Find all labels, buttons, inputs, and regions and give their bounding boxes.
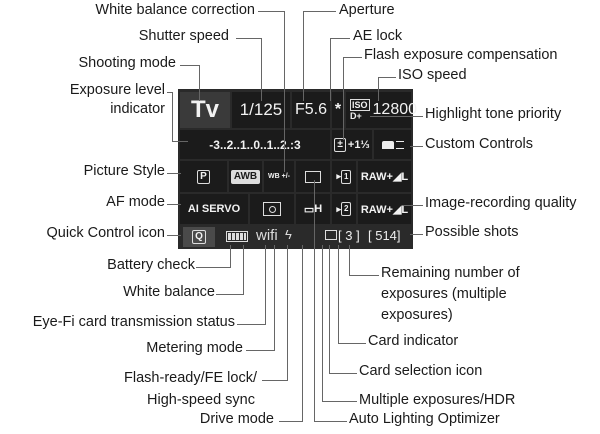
label-card-selection: Card selection icon: [359, 363, 483, 379]
picture-style[interactable]: P: [180, 161, 227, 192]
camera-menu-icon: [381, 140, 394, 149]
flash-exposure-comp[interactable]: ± +1⅓: [332, 130, 372, 159]
image-quality-1[interactable]: RAW+◢L: [358, 161, 411, 192]
highlight-tone-dplus: D+: [350, 111, 362, 121]
flash-icon: ϟ: [285, 227, 292, 242]
label-remaining-1: Remaining number of: [381, 265, 520, 281]
label-highlight-tone: Highlight tone priority: [425, 106, 562, 122]
label-custom-controls: Custom Controls: [425, 136, 533, 152]
image-quality-2[interactable]: RAW+◢L: [358, 194, 411, 224]
iso-badge: ISO: [350, 99, 370, 111]
label-drive-mode: Drive mode: [199, 411, 274, 427]
metering-mode[interactable]: [250, 194, 294, 224]
card1-icon: 1: [341, 169, 352, 184]
custom-controls[interactable]: [374, 130, 411, 159]
label-af-mode: AF mode: [106, 194, 165, 210]
label-flash-ready-1: Flash-ready/FE lock/: [124, 370, 257, 386]
label-iso-speed: ISO speed: [398, 67, 467, 83]
card-1[interactable]: ▸1: [332, 161, 356, 192]
card2-icon: 2: [341, 202, 352, 216]
wb-correction[interactable]: WB +/-: [264, 161, 294, 192]
label-multiple-exposures: Multiple exposures/HDR: [359, 392, 516, 408]
label-aperture: Aperture: [339, 2, 395, 18]
picture-style-icon: P: [197, 169, 210, 184]
white-balance[interactable]: AWB: [229, 161, 262, 192]
label-flash-ready-2: High-speed sync: [147, 392, 255, 408]
q-icon: Q: [192, 230, 206, 244]
label-exposure-level-2: indicator: [110, 101, 165, 117]
iso-value: 12800: [372, 101, 418, 118]
label-shooting-mode: Shooting mode: [78, 55, 176, 71]
aperture[interactable]: F5.6: [292, 92, 330, 128]
label-card-indicator: Card indicator: [368, 333, 459, 349]
exposure-level-indicator[interactable]: -3..2..1..0..1..2.:3: [180, 130, 330, 159]
menu-lines-icon: [395, 140, 404, 149]
flash-comp-value: +1⅓: [347, 138, 370, 151]
af-mode[interactable]: AI SERVO: [180, 194, 248, 224]
alo-icon: [305, 170, 321, 183]
auto-lighting-optimizer[interactable]: [296, 161, 330, 192]
label-exposure-level-1: Exposure level: [69, 82, 165, 98]
label-metering-mode: Metering mode: [146, 340, 243, 356]
ae-lock: *: [332, 92, 344, 128]
quick-control-screen: Tv 1/125 F5.6 * ISO D+ 12800 -3..2..1..0…: [178, 89, 417, 249]
label-white-balance: White balance: [123, 284, 215, 300]
label-shutter-speed: Shutter speed: [138, 28, 229, 44]
label-battery-check: Battery check: [107, 257, 195, 273]
label-wb-correction: White balance correction: [95, 2, 255, 18]
card-2[interactable]: ▸2: [332, 194, 356, 224]
flash-comp-icon: ±: [334, 137, 346, 152]
drive-speed: H: [314, 203, 323, 215]
label-possible-shots: Possible shots: [425, 224, 519, 240]
battery-icon: [226, 231, 248, 242]
multiple-exposure-icon: [325, 230, 337, 240]
shooting-mode[interactable]: Tv: [180, 92, 230, 128]
label-ae-lock: AE lock: [353, 28, 403, 44]
metering-icon: [263, 202, 281, 216]
label-eyefi: Eye-Fi card transmission status: [32, 314, 235, 330]
label-image-quality: Image-recording quality: [425, 195, 577, 211]
remaining-exposures: [ 3 ]: [338, 228, 360, 243]
quick-control-button[interactable]: Q: [183, 227, 215, 247]
label-alo: Auto Lighting Optimizer: [349, 411, 500, 427]
label-flash-exp-comp: Flash exposure compensation: [364, 47, 558, 63]
eyefi-wifi-icon: wifi: [256, 227, 278, 244]
possible-shots: [ 514]: [368, 228, 401, 243]
label-quick-control: Quick Control icon: [46, 225, 165, 241]
awb-icon: AWB: [230, 169, 261, 184]
label-remaining-3: exposures): [381, 307, 453, 323]
label-picture-style: Picture Style: [83, 163, 165, 179]
label-remaining-2: exposures (multiple: [381, 286, 507, 302]
drive-mode[interactable]: ▭H: [296, 194, 330, 224]
